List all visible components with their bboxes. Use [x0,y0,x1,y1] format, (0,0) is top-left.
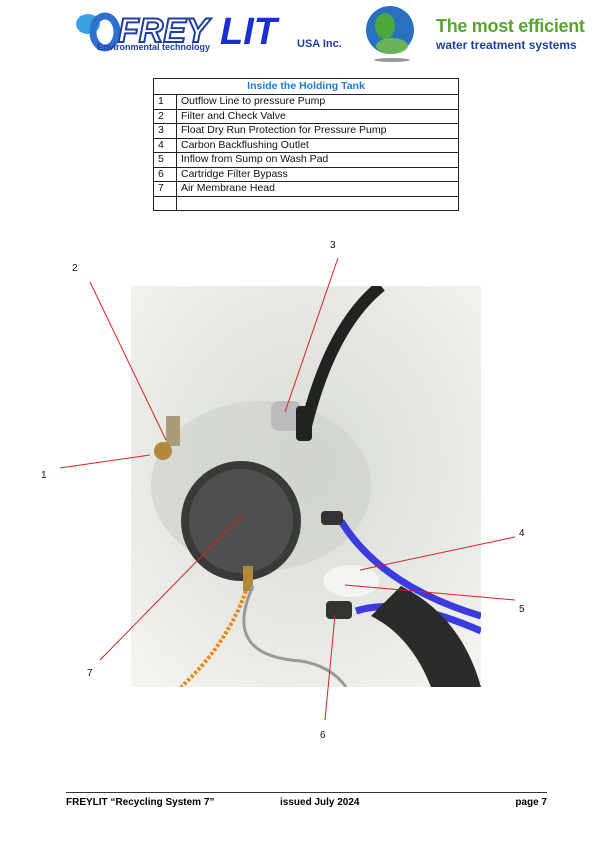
svg-text:LIT: LIT [220,11,280,53]
row-description: Inflow from Sump on Wash Pad [176,152,459,168]
callout-label-3: 3 [330,240,336,251]
row-number: 6 [153,166,177,182]
tagline-primary: The most efficient [436,16,585,36]
table-title: Inside the Holding Tank [153,78,459,95]
row-description: Outflow Line to pressure Pump [176,94,459,110]
brand-suffix: USA Inc. [297,38,342,50]
page-footer: FREYLIT “Recycling System 7” issued July… [66,792,547,813]
row-number: 4 [153,137,177,153]
footer-document-title: FREYLIT “Recycling System 7” [66,797,215,808]
row-number: 2 [153,108,177,124]
table-row [153,195,459,211]
callout-label-1: 1 [41,470,47,481]
callout-label-5: 5 [519,604,525,615]
callout-label-6: 6 [320,730,326,741]
callout-label-4: 4 [519,528,525,539]
row-description: Cartridge Filter Bypass [176,166,459,182]
tagline-secondary: water treatment systems [436,38,577,52]
row-number [153,195,177,211]
row-number: 7 [153,181,177,197]
brand-subtitle: Environmental technology [97,42,211,52]
tank-photo [131,286,481,687]
footer-page-number: page 7 [515,797,547,808]
row-description: Carbon Backflushing Outlet [176,137,459,153]
row-description: Float Dry Run Protection for Pressure Pu… [176,123,459,139]
row-description: Air Membrane Head [176,181,459,197]
row-description: Filter and Check Valve [176,108,459,124]
callout-label-2: 2 [72,263,78,274]
callout-label-7: 7 [87,668,93,679]
row-number: 3 [153,123,177,139]
row-description [176,195,459,211]
svg-text:FREY: FREY [118,12,212,50]
row-number: 5 [153,152,177,168]
row-number: 1 [153,94,177,110]
freylit-logo: FREY LIT [76,6,414,62]
footer-issued-date: issued July 2024 [280,797,360,808]
